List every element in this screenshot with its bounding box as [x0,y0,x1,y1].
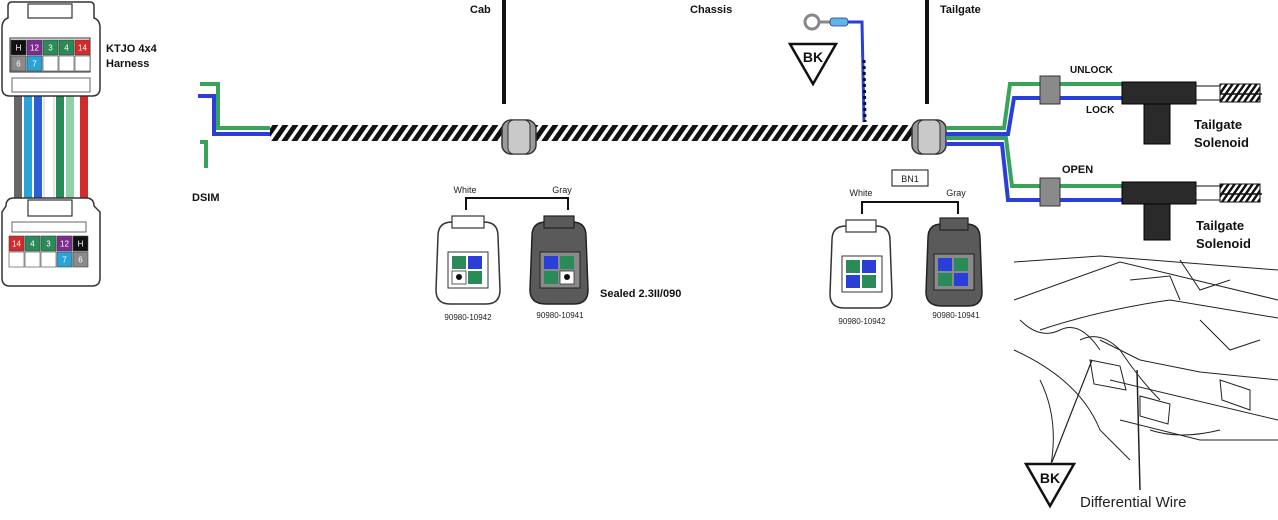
right-gray-connector [925,217,983,307]
harness-title-line1: KTJO 4x4 [106,43,158,55]
harness-title-line2: Harness [106,58,149,70]
tailgate-solenoid-top: Tailgate Solenoid [1121,81,1262,150]
harness-pin-label: 7 [32,60,37,69]
top-solenoid-line2: Solenoid [1194,135,1249,150]
main-cable [270,119,947,155]
harness-pin-label: 9 [64,60,69,69]
harness-pin [24,251,41,268]
harness-wire-lightblue [24,95,32,200]
harness-pin [8,251,25,268]
tailgate-label: Tailgate [940,4,981,16]
bk-ground-symbol-icon [1023,462,1077,509]
harness-pin [72,251,89,268]
harness-pin [40,235,57,252]
harness-wires [14,94,88,201]
harness-pin-label: 7 [62,256,67,265]
cable-segment-chassis [535,125,920,141]
right-gray-part-number: 90980-10941 [932,311,980,320]
harness-pin [72,235,89,252]
harness-top-connector: H 12 3 4 14 6 7 8 9 10 [1,1,101,97]
right-white-label: White [849,188,872,198]
left-white-part-number: 90980-10942 [444,313,492,322]
harness-wire-green [56,95,64,200]
harness-pin-label: 4 [64,44,69,53]
harness-pin-label: 10 [78,60,87,69]
harness-pin-label: H [78,240,84,249]
left-gray-connector [529,215,589,305]
bn1-label: BN1 [901,174,919,184]
harness-pin [26,55,43,72]
harness-pin-label: 12 [30,44,39,53]
harness-pin [74,55,91,72]
harness-pin-label: 14 [12,240,21,249]
left-white-label: White [453,185,476,195]
cab-label: Cab [470,4,491,16]
left-gray-label: Gray [552,185,572,195]
harness-pin-label: 3 [46,240,51,249]
solenoid-wiring: UNLOCK LOCK OPEN [946,65,1128,207]
harness-pin [26,39,43,56]
harness-pin [56,235,73,252]
ring-terminal-icon [803,13,821,31]
bn1-box [891,169,929,187]
illustration-labels: BK Differential Wire [1023,462,1186,511]
harness-pin [10,55,27,72]
harness-wire-gray [14,95,22,200]
harness-pin-label: H [16,44,22,53]
dsim-end: DSIM [192,82,270,204]
left-white-connector [435,215,501,305]
dsim-label: DSIM [192,192,220,204]
bk-ground-symbol-icon [787,42,839,87]
harness-pin [56,251,73,268]
harness-pin-label: 6 [16,60,21,69]
harness-pin [24,235,41,252]
unlock-label: UNLOCK [1070,65,1114,76]
harness-pin [10,39,27,56]
connector-pair-right: BN1 White Gray 90980-10942 90980-10941 [829,169,983,326]
vehicle-illustration [1013,255,1278,491]
lock-label: LOCK [1086,105,1115,116]
chassis-label: Chassis [690,4,732,16]
harness-pin-label: 10 [12,256,21,265]
bottom-solenoid-line2: Solenoid [1196,236,1251,251]
right-gray-label: Gray [946,188,966,198]
ground-wire: BK [787,13,867,123]
illustration-bk-label: BK [1040,470,1060,486]
harness-pin-label: 12 [60,240,69,249]
harness-pin [58,55,75,72]
tailgate-solenoid-bottom: Tailgate Solenoid [1121,181,1262,251]
cable-segment-cab [270,125,515,141]
right-white-connector [829,219,893,309]
harness-pin [40,251,57,268]
left-gray-part-number: 90980-10941 [536,311,584,320]
open-label: OPEN [1062,164,1093,176]
harness-pin-label: 9 [30,256,35,265]
bottom-solenoid-line1: Tailgate [1196,218,1244,233]
harness-pin [42,39,59,56]
harness-wire-blue [34,95,42,200]
harness-pin [42,55,59,72]
harness-pin-label: 8 [48,60,53,69]
harness-pin-label: 3 [48,44,53,53]
harness-pin-label: 6 [78,256,83,265]
sealed-label: Sealed 2.3II/090 [600,288,681,300]
top-solenoid-line1: Tailgate [1194,117,1242,132]
harness-pin [58,39,75,56]
harness-pin-label: 8 [46,256,51,265]
harness-bottom-connector: 14 4 3 12 H 10 9 8 7 6 [1,197,101,287]
connector-pair-left: White Gray 90980-10942 90980-10941 Seale… [435,185,681,322]
harness-pin-label: 14 [78,44,87,53]
harness-pin [8,235,25,252]
harness-wire-red [80,95,88,200]
harness-wire-lightgreen [66,95,74,200]
differential-wire-label: Differential Wire [1080,494,1186,511]
harness-pin [74,39,91,56]
harness-pin-label: 4 [30,240,35,249]
bk-label: BK [803,49,823,65]
right-white-part-number: 90980-10942 [838,317,886,326]
harness-wire-white [43,94,55,201]
